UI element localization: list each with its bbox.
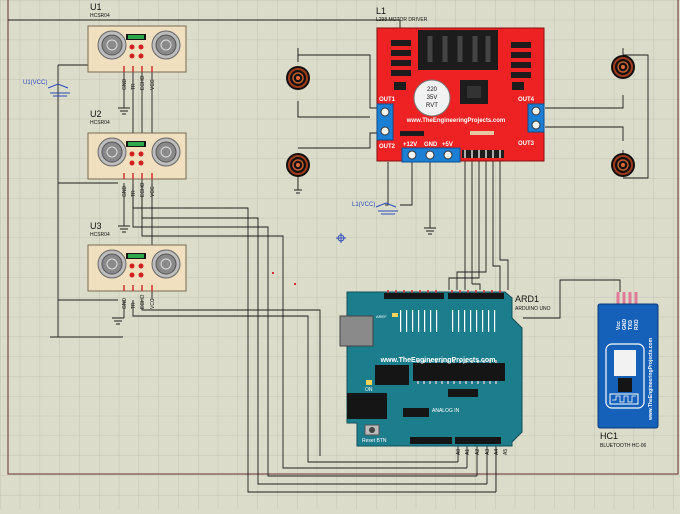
motor-bottom-left[interactable] [286, 153, 310, 177]
driver-out3-label: OUT3 [518, 141, 535, 147]
motor-top-right[interactable] [611, 55, 635, 79]
reset-label: Reset BTN [362, 438, 387, 444]
driver-pin-5v: +5V [442, 142, 453, 148]
arduino-ref: ARD1 [515, 294, 539, 304]
bt-pin-txd: TXD [628, 320, 634, 330]
sensors-vcc-terminal [47, 83, 70, 97]
sensor-pin-label: TR [131, 83, 137, 90]
sensor-pin-label: GND [122, 186, 128, 198]
sensor-pin-label: ECHO [140, 182, 146, 197]
capacitor-label-1: 220 [427, 87, 438, 93]
sensor-pin-label: TR [131, 302, 137, 309]
arduino-model: ARDUINO UNO [515, 306, 551, 312]
driver-model: L298 MOTOR DRIVER [376, 17, 428, 23]
capacitor [413, 79, 451, 117]
driver-input-header[interactable] [462, 150, 504, 158]
marker-dot [294, 283, 296, 285]
sensor-model: HCSR04 [90, 13, 110, 19]
sensor-pin-label: VCC [150, 298, 156, 309]
sensor-model: HCSR04 [90, 120, 110, 126]
driver-out4-label: OUT4 [518, 97, 535, 103]
analog-pin-a5: A5 [503, 449, 509, 455]
bt-pin-rxd: RXD [634, 319, 640, 330]
sensor-ref: U2 [90, 109, 102, 119]
bt-pin-vcc: Vcc [616, 321, 622, 330]
usb-port [339, 315, 374, 347]
driver-ref: L1 [376, 6, 386, 16]
sensor-pin-label: GND [122, 298, 128, 310]
arduino-website: www.TheEngineeringProjects.com [380, 357, 496, 364]
capacitor-label-2: 35V [427, 95, 438, 101]
sensor-pin-label: VCC [150, 79, 156, 90]
arduino-analog-header[interactable] [455, 437, 501, 444]
sensor-ref: U3 [90, 221, 102, 231]
l298-driver-board[interactable]: 220 35V RVT www.TheEngineeringProjects.c… [376, 27, 545, 163]
sensor-pin-label: TR [131, 190, 137, 197]
sensor-pin-label: ECHO [140, 75, 146, 90]
bt-pin-gnd: GND [622, 319, 628, 331]
capacitor-label-3: RVT [426, 103, 438, 109]
arduino-uno-board[interactable]: Reset BTN ON AREF www.TheEngineeringProj… [339, 290, 523, 447]
driver-pin-12v: +12V [403, 142, 417, 148]
sensor-pin-label: GND [122, 79, 128, 91]
sheet-border [7, 0, 679, 475]
motor-bottom-right[interactable] [611, 153, 635, 177]
power-jack [347, 393, 387, 419]
arduino-top-header-1[interactable] [384, 293, 444, 299]
sensor-pin-label: VCC [150, 186, 156, 197]
bluetooth-ref: HC1 [600, 431, 618, 441]
ground-symbols [112, 107, 436, 325]
sensor-ref: U1 [90, 2, 102, 12]
analog-pin-a3: A3 [485, 449, 491, 455]
motor-top-left[interactable] [286, 66, 310, 90]
bt-website: www.TheEngineeringProjects.com [648, 337, 654, 421]
analog-pin-a0: A0 [456, 449, 462, 455]
on-label: ON [365, 387, 373, 393]
sensors-vcc-label: U1(VCC) [23, 80, 47, 86]
driver-vcc-label: L1(VCC) [352, 202, 375, 208]
arduino-power-header[interactable] [410, 437, 452, 444]
sensor-model: HCSR04 [90, 232, 110, 238]
atmega-chip [413, 363, 505, 381]
arduino-top-header-2[interactable] [448, 293, 504, 299]
marker-dot [272, 272, 274, 274]
driver-website: www.TheEngineeringProjects.com [406, 118, 505, 124]
crosshair-icon [336, 233, 346, 243]
bt-chip [618, 378, 632, 392]
analog-pin-a2: A2 [475, 449, 481, 455]
bluetooth-model: BLUETOOTH HC-06 [600, 443, 647, 449]
aref-label: AREF [376, 314, 387, 319]
analog-pin-a1: A1 [465, 449, 471, 455]
analog-in-label: ANALOG IN [432, 408, 460, 414]
analog-pin-a4: A4 [494, 449, 500, 455]
driver-vcc-terminal [375, 202, 398, 215]
driver-out1-label: OUT1 [379, 97, 396, 103]
driver-out2-label: OUT2 [379, 144, 396, 150]
sensor-pin-label: ECHO [140, 294, 146, 309]
driver-pin-gnd: GND [424, 142, 438, 148]
